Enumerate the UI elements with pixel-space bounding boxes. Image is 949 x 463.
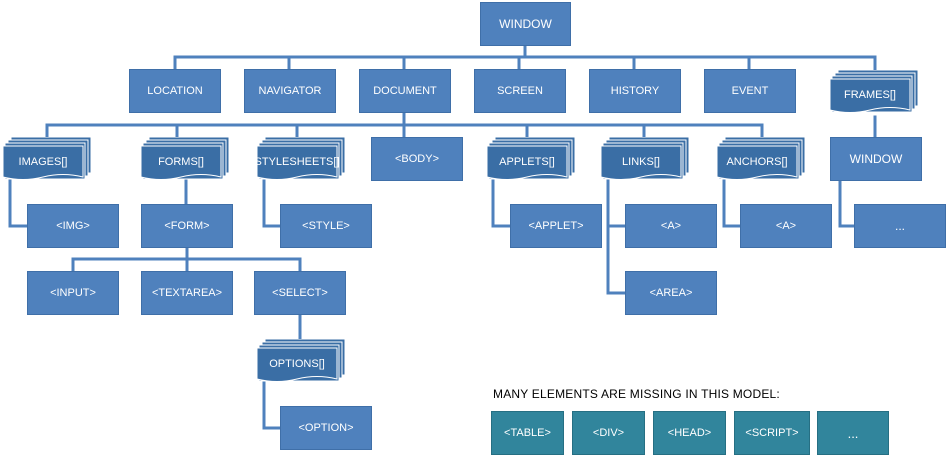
- style-node: <STYLE>: [280, 204, 372, 248]
- missing-item-table: <TABLE>: [491, 411, 564, 455]
- missing-item-head: <HEAD>: [653, 411, 726, 455]
- select-node: <SELECT>: [254, 271, 346, 315]
- navigator-node: NAVIGATOR: [244, 69, 336, 113]
- stacked-collection-icon: [487, 137, 576, 180]
- stacked-collection-icon: [257, 339, 346, 382]
- missing-item-more: ...: [817, 411, 889, 455]
- stacked-collection-icon: [141, 137, 230, 180]
- option-node: <OPTION>: [280, 406, 372, 450]
- images-collection: IMAGES[]: [3, 137, 93, 184]
- stacked-collection-icon: [717, 137, 806, 180]
- document-node: DOCUMENT: [359, 69, 451, 113]
- forms-collection: FORMS[]: [141, 137, 231, 184]
- window-node: WINDOW: [480, 2, 571, 46]
- stacked-collection-icon: [3, 137, 92, 180]
- options-label: OPTIONS[]: [269, 357, 325, 370]
- area-node: <AREA>: [625, 271, 717, 315]
- frames-label: FRAMES[]: [844, 88, 896, 101]
- stylesheets-label: STYLESHEETS[]: [254, 155, 340, 168]
- links-label: LINKS[]: [622, 155, 660, 168]
- anchors-collection: ANCHORS[]: [717, 137, 807, 184]
- applet-node: <APPLET>: [510, 204, 602, 248]
- stylesheets-collection: STYLESHEETS[]: [254, 137, 347, 184]
- links-collection: LINKS[]: [601, 137, 691, 184]
- history-node: HISTORY: [589, 69, 681, 113]
- applets-label: APPLETS[]: [499, 155, 555, 168]
- anchor-a-node: <A>: [740, 204, 832, 248]
- stacked-collection-icon: [601, 137, 690, 180]
- location-node: LOCATION: [129, 69, 221, 113]
- textarea-node: <TEXTAREA>: [141, 271, 233, 315]
- missing-item-div: <DIV>: [572, 411, 645, 455]
- input-node: <INPUT>: [27, 271, 119, 315]
- frames-collection: FRAMES[]: [830, 70, 920, 117]
- anchors-label: ANCHORS[]: [726, 155, 788, 168]
- stacked-collection-icon: [257, 137, 346, 180]
- frame-more-node: ...: [854, 204, 946, 248]
- screen-node: SCREEN: [474, 69, 566, 113]
- link-a-node: <A>: [625, 204, 717, 248]
- frame-window-node: WINDOW: [830, 137, 922, 181]
- img-node: <IMG>: [27, 204, 119, 248]
- options-collection: OPTIONS[]: [257, 339, 347, 386]
- missing-item-script: <SCRIPT>: [734, 411, 810, 455]
- applets-collection: APPLETS[]: [487, 137, 577, 184]
- images-label: IMAGES[]: [18, 155, 68, 168]
- stacked-collection-icon: [830, 70, 919, 113]
- forms-label: FORMS[]: [158, 155, 204, 168]
- event-node: EVENT: [704, 69, 796, 113]
- body-node: <BODY>: [371, 137, 463, 181]
- missing-elements-note: MANY ELEMENTS ARE MISSING IN THIS MODEL:: [493, 387, 780, 401]
- form-node: <FORM>: [141, 204, 233, 248]
